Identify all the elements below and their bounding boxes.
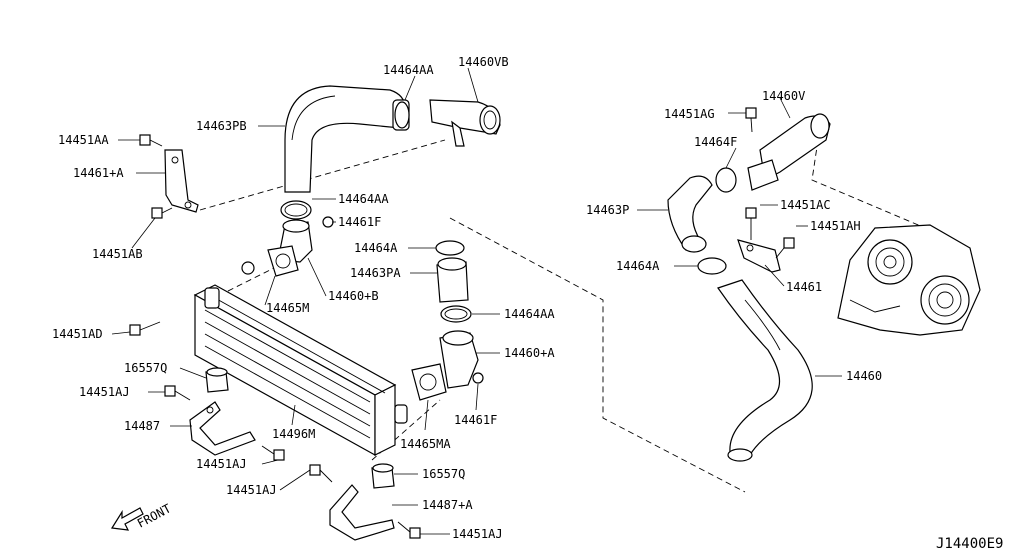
clamp-14464a-mid (435, 240, 465, 256)
clamp-14464aa-mid (280, 200, 312, 220)
callout-14465ma: 14465MA (400, 437, 451, 451)
bracket-14461a (164, 149, 199, 213)
nut-14461f-upper (322, 216, 334, 228)
intake-hose-14463pb (284, 85, 406, 193)
callout-14465m: 14465M (266, 301, 309, 315)
bolt-14451ag (745, 107, 757, 133)
callout-14460b: 14460+B (328, 289, 379, 303)
pipe-14460v (747, 113, 831, 191)
callout-14464aa-top: 14464AA (383, 63, 434, 77)
insulator-16557q-left (205, 367, 229, 393)
bolt-14451ah (775, 237, 795, 259)
hose-14460 (717, 279, 813, 462)
pipe-14460vb (429, 99, 501, 147)
insulator-16557q-right (371, 463, 395, 489)
bolt-14451aj-2 (261, 445, 285, 461)
callout-14461f-lower: 14461F (454, 413, 497, 427)
callout-labels: 14460VB 14464AA 14463PB 14451AA 14461+A … (52, 55, 882, 541)
callout-14463pa: 14463PA (350, 266, 401, 280)
intercooler-14496m (193, 284, 408, 457)
bracket-14487 (189, 401, 256, 456)
callout-14451ac: 14451AC (780, 198, 831, 212)
callout-14464a-right: 14464A (616, 259, 660, 273)
bolt-14451aj-3 (309, 464, 333, 483)
callout-14487: 14487 (124, 419, 160, 433)
bolt-14451ad (129, 321, 161, 336)
callout-14464aa-mid: 14464AA (338, 192, 389, 206)
callout-14460: 14460 (846, 369, 882, 383)
callout-14464a-mid: 14464A (354, 241, 398, 255)
callout-14451aj-3: 14451AJ (226, 483, 277, 497)
front-direction-label: FRONT (135, 501, 173, 530)
callout-14451aj-2: 14451AJ (196, 457, 247, 471)
gasket-14465ma (411, 363, 447, 401)
front-arrow-icon (110, 507, 144, 531)
bracket-14461 (737, 239, 781, 273)
callout-14461f-upper: 14461F (338, 215, 381, 229)
callout-14451aa: 14451AA (58, 133, 109, 147)
callout-14451aj-1: 14451AJ (79, 385, 130, 399)
clamp-14464aa-upper (392, 99, 410, 131)
callout-14451ah: 14451AH (810, 219, 861, 233)
callout-14464f: 14464F (694, 135, 737, 149)
diagram-code: J14400E9 (936, 536, 1003, 552)
callout-14463p: 14463P (586, 203, 629, 217)
callout-14461: 14461 (786, 280, 822, 294)
clamp-14464a-right (697, 257, 727, 275)
turbocharger (837, 224, 981, 336)
callout-14451ag: 14451AG (664, 107, 715, 121)
callout-14460a: 14460+A (504, 346, 555, 360)
hose-14463pa (436, 257, 469, 303)
gasket-14465m-small (241, 261, 255, 275)
callout-14460v: 14460V (762, 89, 805, 103)
clamp-14464aa-lower (440, 305, 472, 323)
connector-14460a (439, 330, 479, 389)
callout-14451aj-4: 14451AJ (452, 527, 503, 541)
gasket-14465m (267, 245, 299, 277)
nut-14461f-lower (472, 372, 484, 384)
callout-14464aa-low: 14464AA (504, 307, 555, 321)
bolt-14451ab (151, 207, 173, 219)
callout-14463pb: 14463PB (196, 119, 247, 133)
callout-14496m: 14496M (272, 427, 315, 441)
leader-lines (111, 67, 842, 535)
callout-14487a: 14487+A (422, 498, 473, 512)
callout-14451ad: 14451AD (52, 327, 103, 341)
bolt-14451aj-1 (164, 385, 191, 401)
callout-14461a: 14461+A (73, 166, 124, 180)
callout-14451ab: 14451AB (92, 247, 143, 261)
callout-14460vb: 14460VB (458, 55, 509, 69)
bracket-14487a (329, 484, 395, 541)
bolt-14451aj-4 (397, 521, 421, 539)
bolt-14451ac (745, 207, 757, 240)
callout-16557q-left: 16557Q (124, 361, 167, 375)
hose-14463p (667, 175, 713, 253)
callout-16557q-right: 16557Q (422, 467, 465, 481)
clamp-14464f (715, 167, 737, 193)
bolt-14451aa (139, 134, 163, 147)
